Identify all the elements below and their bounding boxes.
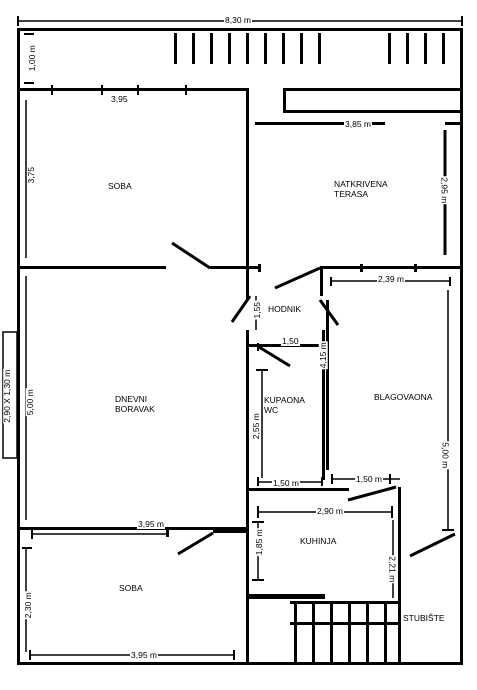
room-label-dnevni-boravak: DNEVNI BORAVAK (115, 394, 155, 415)
dimension-soba-top-width: 3,95 (110, 94, 129, 104)
dimension-hodnik-depth: 1,55 (252, 300, 263, 320)
room-label-terasa-line1: NATKRIVENA (334, 179, 388, 189)
dimension-kuhinja-depth: 1,85 m (253, 528, 264, 557)
dimension-kupaona-width-bottom: 1,50 m (272, 478, 300, 488)
dimension-terasa-depth: 2,95 m (439, 176, 450, 205)
room-label-kuhinja: KUHINJA (300, 536, 337, 546)
room-label-boravak-line1: DNEVNI (115, 394, 148, 404)
dimension-window-size: 2,90 X 1,30 m (2, 368, 13, 424)
dimension-passage-width: 1,50 m (355, 474, 383, 484)
dimension-kupaona-depth: 2,55 m (250, 412, 261, 441)
dimension-terasa-width: 3,85 m (344, 119, 372, 129)
top-stairs (174, 33, 445, 64)
dimension-porch-depth: 1,00 m (26, 44, 37, 73)
dimension-kupaona-width-top: 1,50 (281, 336, 300, 346)
room-label-boravak-line2: BORAVAK (115, 403, 155, 414)
room-label-stubiste: STUBIŠTE (403, 613, 445, 623)
dimension-boravak-width: 3,95 m (137, 519, 165, 529)
room-label-hodnik: HODNIK (268, 304, 302, 314)
dimension-soba-bottom-depth: 2,30 m (22, 591, 33, 620)
dimension-overall-width: 8,30 m (224, 15, 252, 25)
dimension-soba-top-depth: 3,75 (26, 165, 37, 185)
outer-walls (17, 28, 463, 665)
room-label-blagovaona: BLAGOVAONA (374, 392, 433, 402)
dimension-blagovaona-depth: 5,00 m (440, 441, 451, 470)
room-label-soba-bottom: SOBA (119, 583, 143, 593)
room-label-natkrivena-terasa: NATKRIVENA TERASA (334, 179, 388, 200)
dimension-boravak-depth: 5,00 m (24, 388, 35, 417)
room-label-kupaona-line2: WC (264, 404, 279, 415)
porch-strip (20, 33, 460, 113)
room-label-kupaona-line1: KUPAONA (264, 395, 305, 405)
dimension-kuhinja-width: 2,90 m (316, 506, 344, 516)
dimension-hodnik-length: 4,15 m (317, 341, 328, 370)
dimension-stair-width: 2,21 m (387, 555, 398, 584)
room-label-kupaona: KUPAONA WC (264, 395, 305, 416)
dimension-blagovaona-width: 2,39 m (377, 274, 405, 284)
room-label-soba-top: SOBA (108, 181, 132, 191)
room-label-terasa-line2: TERASA (334, 188, 369, 199)
dimension-soba-bottom-width: 3,95 m (130, 650, 158, 660)
